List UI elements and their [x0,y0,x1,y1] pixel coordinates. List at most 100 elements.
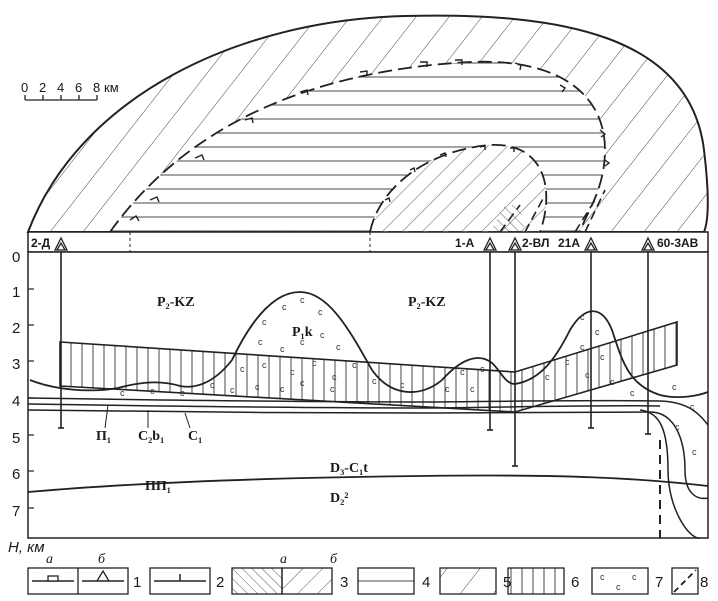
svg-text:c: c [330,384,335,394]
unit-d3c1t: D₃-C₁t [330,461,368,476]
right-dome-outline [514,310,709,398]
svg-text:c: c [580,342,585,352]
depth-tick-1: 1 [12,284,20,301]
wells [58,252,651,467]
well-symbol-icon [640,236,656,251]
scale-unit: км [104,80,119,95]
svg-text:c: c [595,327,600,337]
legend-3-sub-b: б [330,552,338,567]
depth-tick-3: 3 [12,356,20,373]
legend-3-sub-a: а [280,552,287,567]
svg-text:c: c [282,302,287,312]
unit-p2kz-left: P₂-KZ [157,295,195,310]
scale-tick-6: 6 [75,80,82,95]
svg-text:c: c [470,384,475,394]
pp1-boundary [27,474,709,493]
well-symbol-icon [507,236,523,251]
svg-text:c: c [630,388,635,398]
unit-p1: П₁ [96,429,111,444]
dome-outline [29,291,516,393]
depth-axis: 0 1 2 3 4 5 6 7 H, км [8,249,45,556]
well-symbol-icon [482,236,498,251]
svg-text:c: c [300,295,305,305]
svg-text:c: c [632,572,637,582]
svg-text:c: c [610,377,615,387]
unit-d2: D₂² [330,491,349,506]
svg-text:c: c [565,357,570,367]
svg-text:c: c [318,307,323,317]
legend-item-1: 1 [133,574,141,591]
depth-tick-4: 4 [12,393,20,410]
layer-c2b1 [27,403,661,409]
depth-axis-label: H, км [8,539,45,556]
svg-text:c: c [300,337,305,347]
svg-text:c: c [332,372,337,382]
svg-text:c: c [210,380,215,390]
svg-text:c: c [336,342,341,352]
scale-tick-0: 0 [21,80,28,95]
well-label-1a: 1-А [455,236,475,250]
legend-item-3: 3 [340,574,348,591]
legend: а б а б 1 2 3 4 5 6 c c c 7 [27,552,708,595]
well-label-60-3av: 60-3АВ [657,236,699,250]
scale-tick-4: 4 [57,80,64,95]
svg-text:c: c [240,364,245,374]
svg-text:c: c [280,384,285,394]
svg-text:c: c [262,360,267,370]
legend-item-2: 2 [216,574,224,591]
depth-tick-6: 6 [12,466,20,483]
svg-text:c: c [600,352,605,362]
unit-p1k: P₁k [292,325,313,340]
well-symbol-icon [583,236,599,251]
svg-text:c: c [352,360,357,370]
unit-p2kz-right: P₂-KZ [408,295,446,310]
well-label-2d: 2-Д [31,236,51,250]
well-label-2vl: 2-ВЛ [522,236,549,250]
svg-text:c: c [545,372,550,382]
well-label-21a: 21А [558,236,580,250]
legend-1-sub-a: а [46,552,53,567]
svg-text:c: c [600,572,605,582]
svg-text:c: c [690,402,695,412]
svg-text:c: c [230,385,235,395]
scale-tick-2: 2 [39,80,46,95]
fault-strip [490,205,525,232]
depth-tick-2: 2 [12,320,20,337]
scale-bar: 0 2 4 6 8 км [21,80,119,101]
svg-text:c: c [262,317,267,327]
depth-tick-5: 5 [12,430,20,447]
depth-tick-0: 0 [12,249,20,266]
svg-text:c: c [258,337,263,347]
unit-c1: C₁ [188,429,202,444]
svg-text:c: c [400,380,405,390]
unit-c2b1: C₂b₁ [138,429,164,444]
legend-item-5: 5 [503,574,511,591]
legend-item-4: 4 [422,574,430,591]
svg-text:c: c [580,312,585,322]
scale-tick-8: 8 [93,80,100,95]
svg-text:c: c [312,358,317,368]
svg-text:c: c [180,388,185,398]
depth-tick-7: 7 [12,503,20,520]
svg-text:c: c [280,344,285,354]
well-header: 2-Д 1-А 2-ВЛ 21А 60-3АВ [27,231,709,253]
svg-text:c: c [585,370,590,380]
legend-item-7: 7 [655,574,663,591]
svg-text:c: c [372,376,377,386]
svg-text:c: c [616,582,621,592]
svg-text:c: c [675,422,680,432]
plan-map [26,14,709,233]
svg-text:c: c [672,382,677,392]
legend-1-sub-b: б [98,552,106,567]
unit-pp1: ПП₁ [145,479,171,494]
svg-text:c: c [120,388,125,398]
svg-text:c: c [692,447,697,457]
legend-1b-triangle-icon [96,569,110,582]
well-symbol-icon [53,236,69,251]
svg-text:c: c [445,384,450,394]
legend-item-8: 8 [700,574,708,591]
legend-item-6: 6 [571,574,579,591]
